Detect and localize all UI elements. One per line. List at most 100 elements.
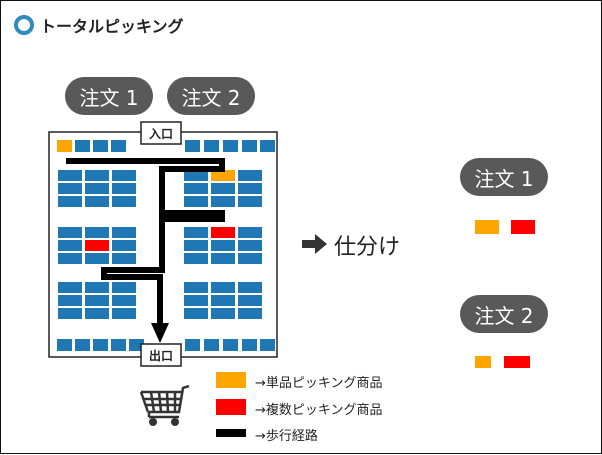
shelf-cell [58, 240, 82, 251]
shelf-cell [238, 308, 262, 319]
shelf-cell [112, 282, 136, 293]
legend-swatch-single [216, 372, 246, 388]
shelf-cell [184, 183, 208, 194]
walking-route [66, 158, 225, 326]
shelf-cell [58, 183, 82, 194]
shelf-cell [211, 295, 235, 306]
entrance-box [140, 121, 182, 145]
shelf-cell [204, 140, 219, 152]
shelf-cell [85, 170, 109, 181]
shelf-cell [238, 295, 262, 306]
order-2-single-swatch [475, 356, 491, 368]
shelf-cell-multi [211, 227, 235, 238]
shelf-cell [211, 253, 235, 264]
shelf-cell [238, 227, 262, 238]
shelf-cell [85, 196, 109, 207]
shelf-cell [85, 183, 109, 194]
shelf-cell [223, 339, 238, 351]
shelf-cell [211, 240, 235, 251]
shelf-cell [58, 295, 82, 306]
sort-label: 仕分け [334, 235, 401, 260]
shelf-cell [238, 196, 262, 207]
shelf-cell [112, 196, 136, 207]
shelf-cell [112, 295, 136, 306]
shelf-cell [93, 140, 108, 152]
shelf-cell [58, 282, 82, 293]
ring-icon [14, 15, 34, 35]
shelf-cell [112, 308, 136, 319]
shelf-cell [260, 140, 275, 152]
shelf-cell [260, 339, 275, 351]
shelf-cell [85, 227, 109, 238]
shelf-cell [85, 295, 109, 306]
shelf-cell [58, 308, 82, 319]
shelf-cell [211, 183, 235, 194]
shelf-cell [112, 240, 136, 251]
shelf-cell [184, 253, 208, 264]
shelf-cell [238, 170, 262, 181]
arrow-right-icon [302, 234, 327, 254]
shelf-cell [57, 339, 72, 351]
legend-label-single: →単品ピッキング商品 [255, 376, 383, 391]
page-title: トータルピッキング [40, 17, 184, 36]
shelf-cell [85, 308, 109, 319]
legend-swatch-multi [216, 399, 246, 415]
shelf-cell [204, 339, 219, 351]
shelf-cell [238, 253, 262, 264]
title-row: トータルピッキング [14, 13, 184, 37]
shopping-cart-icon [139, 384, 190, 426]
shelf-cell [184, 308, 208, 319]
shelf-cell [211, 196, 235, 207]
shelf-cell [184, 170, 208, 181]
shelf-cell [185, 339, 200, 351]
shelf-cell [93, 339, 108, 351]
shelf-cell [112, 170, 136, 181]
shelf-cell [75, 140, 90, 152]
shelf-cell-single [211, 170, 235, 181]
shelf-cell [184, 227, 208, 238]
shelf-group [57, 140, 275, 351]
walking-path [66, 158, 225, 343]
order-2-pill-right: 注文 2 [460, 295, 548, 333]
shelf-cell [242, 140, 257, 152]
exit-box [140, 343, 182, 367]
shelf-cell [184, 295, 208, 306]
shelf-cell [85, 253, 109, 264]
shelf-cell-single [57, 140, 72, 152]
order-1-pill-top: 注文 1 [65, 77, 153, 115]
entrance-label: 入口 [149, 127, 173, 141]
order-2-pill-top: 注文 2 [167, 77, 255, 115]
legend-swatch-path [216, 429, 246, 437]
order-1-pill-right: 注文 1 [460, 158, 548, 196]
shelf-cell [223, 140, 238, 152]
shelf-cell [238, 240, 262, 251]
shelf-cell [85, 282, 109, 293]
shelf-cell [185, 140, 200, 152]
shelf-cell [58, 196, 82, 207]
shelf-cell [238, 282, 262, 293]
route-arrow-head [151, 323, 169, 343]
shelf-cell [58, 253, 82, 264]
exit-label: 出口 [149, 348, 173, 363]
shelf-cell [112, 253, 136, 264]
legend-label-path: →歩行経路 [255, 429, 318, 444]
order-1-multi-swatch [511, 220, 535, 234]
shelf-cell [184, 196, 208, 207]
shelf-cell [58, 170, 82, 181]
shelf-cell [184, 282, 208, 293]
shelf-cell [211, 282, 235, 293]
shelf-cell [238, 183, 262, 194]
order-2-multi-swatch [504, 356, 530, 368]
shelf-cell [112, 183, 136, 194]
shelf-cell [242, 339, 257, 351]
shelf-cell-multi [85, 240, 109, 251]
legend-label-multi: →複数ピッキング商品 [255, 403, 383, 418]
shelf-cell [75, 339, 90, 351]
order-1-single-swatch [475, 220, 499, 234]
shelf-cell [112, 227, 136, 238]
shelf-cell [184, 240, 208, 251]
shelf-cell [111, 140, 126, 152]
shelf-cell [111, 339, 126, 351]
